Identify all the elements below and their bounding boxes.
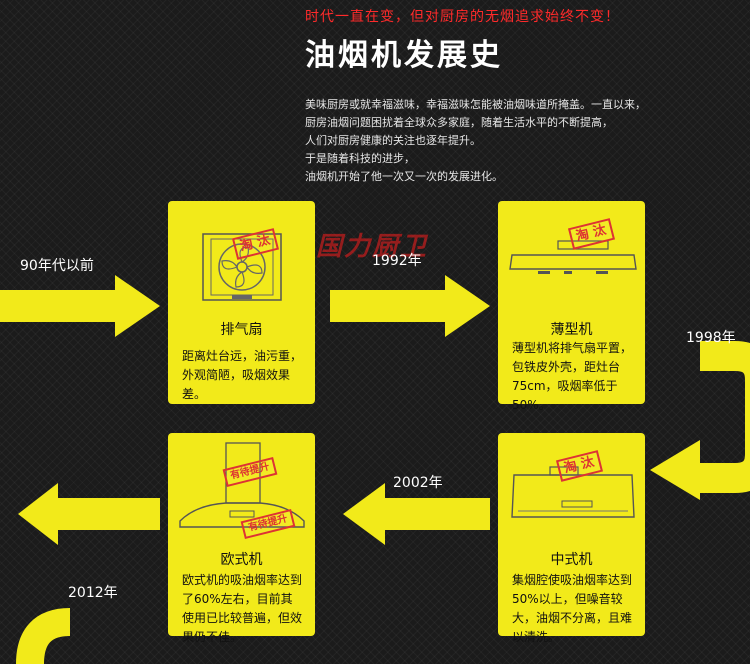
- u-turn-connector: [700, 341, 750, 493]
- subtitle: 时代一直在变，但对厨房的无烟追求始终不变！: [305, 9, 620, 25]
- curve-connector: [16, 608, 71, 664]
- intro-text: 美味厨房或就幸福滋味，幸福滋味怎能被油烟味道所掩盖。一直以来， 厨房油烟问题困扰…: [305, 96, 646, 186]
- card-description: 集烟腔使吸油烟率达到50%以上，但噪音较大，油烟不分离，且难以清洗。: [512, 573, 633, 644]
- intro-line: 人们对厨房健康的关注也逐年提升。: [305, 134, 481, 147]
- year-label: 2002年: [393, 475, 443, 491]
- arrow-left-icon: [343, 483, 490, 545]
- year-label: 90年代以前: [20, 258, 94, 274]
- card-title: 欧式机: [220, 552, 263, 568]
- arrow-right-icon: [0, 275, 160, 337]
- watermark: 国力厨卫: [316, 232, 429, 262]
- arrow-left-icon: [18, 483, 160, 545]
- card-european-hood: 有待提升 有待提升 欧式机 欧式机的吸油烟率达到了60%左右，目前其使用已比较普…: [168, 433, 315, 644]
- intro-line: 厨房油烟问题困扰着全球众多家庭，随着生活水平的不断提高，: [305, 116, 613, 129]
- intro-line: 于是随着科技的进步，: [305, 152, 415, 165]
- european-hood-icon: [179, 442, 305, 528]
- card-title: 排气扇: [220, 322, 263, 338]
- chinese-hood-icon: [511, 466, 635, 518]
- arrow-right-icon: [330, 275, 490, 337]
- intro-line: 美味厨房或就幸福滋味，幸福滋味怎能被油烟味道所掩盖。一直以来，: [305, 98, 646, 111]
- exhaust-fan-icon: [202, 233, 282, 301]
- card-description: 欧式机的吸油烟率达到了60%左右，目前其使用已比较普遍，但效果仍不佳。: [182, 573, 303, 644]
- year-label: 2012年: [68, 585, 118, 601]
- intro-line: 油烟机开始了他一次又一次的发展进化。: [305, 170, 503, 183]
- slim-hood-icon: [509, 240, 637, 274]
- page-title: 油烟机发展史: [305, 38, 503, 73]
- card-chinese-hood: 淘 汰 中式机 集烟腔使吸油烟率达到50%以上，但噪音较大，油烟不分离，且难以清…: [498, 433, 645, 644]
- card-slim-hood: 淘 汰 薄型机 薄型机将排气扇平置，包铁皮外壳，距灶台75cm，吸烟率低于50%…: [498, 201, 645, 412]
- card-description: 薄型机将排气扇平置，包铁皮外壳，距灶台75cm，吸烟率低于50%。: [512, 341, 633, 412]
- card-title: 薄型机: [550, 322, 593, 338]
- card-title: 中式机: [550, 552, 593, 568]
- card-exhaust-fan: 淘 汰 排气扇 距离灶台远，油污重，外观简陋，吸烟效果差。: [168, 201, 315, 404]
- arrow-left-icon: [650, 440, 700, 500]
- year-label: 1992年: [372, 253, 422, 269]
- year-label: 1998年: [686, 330, 736, 346]
- card-description: 距离灶台远，油污重，外观简陋，吸烟效果差。: [182, 349, 303, 401]
